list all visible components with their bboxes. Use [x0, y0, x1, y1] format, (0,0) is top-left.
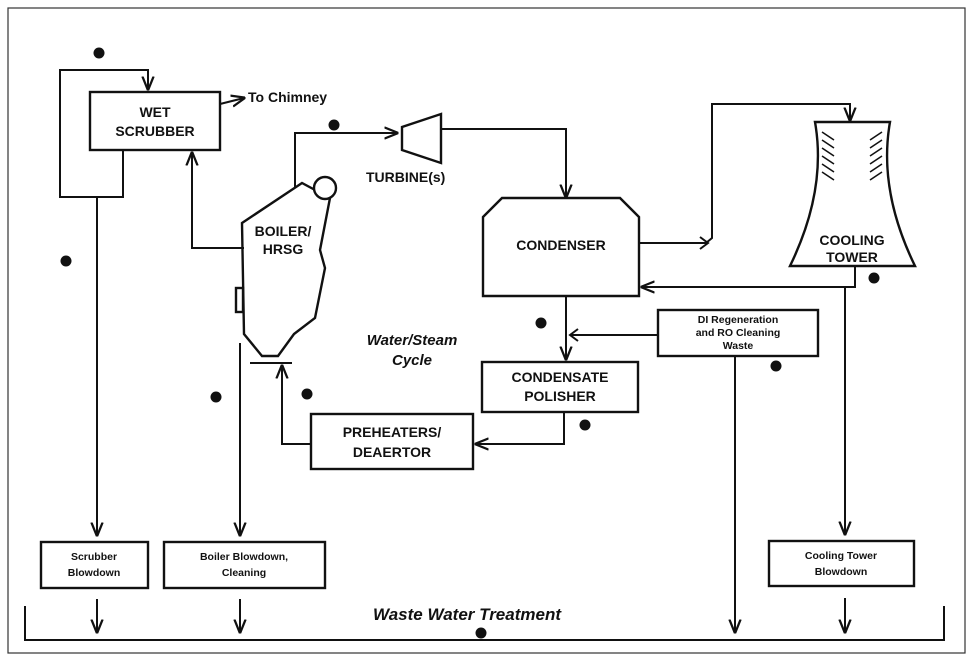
turbine-label: TURBINE(s): [366, 169, 445, 185]
preheaters-label-line1: PREHEATERS/: [343, 424, 442, 440]
polisher-to-preheaters-line: [476, 412, 565, 444]
boiler-to-scrubber-line: [192, 153, 244, 249]
scrubber-recycle-loop: [59, 69, 148, 198]
condenser-box: [481, 196, 641, 298]
boiler-blowdown-label-line2: Cleaning: [222, 567, 266, 579]
scrubber-blowdown-box: [39, 540, 150, 590]
sample-point-dot: [210, 391, 222, 403]
condensate-label-line1: CONDENSATE: [512, 369, 609, 385]
sample-point-dot: [475, 627, 487, 639]
boiler-steam-drum: [312, 175, 338, 201]
scrubber-blowdown-label-line1: Scrubber: [71, 551, 117, 563]
boiler-hrsg-body: [240, 181, 332, 358]
cooling-tower-blowdown-label-line1: Cooling Tower: [805, 550, 877, 562]
cooling-tower-shape: [788, 120, 917, 268]
di-regeneration-box: [656, 308, 820, 358]
cooling-tower-fins: [821, 131, 883, 181]
cycle-label-line1: Water/Steam: [367, 332, 458, 349]
sample-point-dot: [301, 388, 313, 400]
scrubber-blowdown-label-line2: Blowdown: [68, 567, 121, 579]
wet-scrubber-label-line2: SCRUBBER: [115, 123, 194, 139]
preheaters-box: [309, 412, 475, 471]
condenser-arrowhead: [699, 236, 710, 250]
turbine-symbol: [400, 112, 443, 165]
to-chimney-arrow: [219, 98, 244, 104]
condensate-polisher-box: [480, 360, 640, 414]
preheaters-label-line2: DEAERTOR: [353, 444, 431, 460]
cooling-tower-blowdown-box: [767, 539, 916, 588]
sample-point-dot: [579, 419, 591, 431]
condensate-label-line2: POLISHER: [524, 388, 596, 404]
sample-point-dot: [868, 272, 880, 284]
di-arrowhead: [568, 328, 579, 342]
cycle-label-line2: Cycle: [392, 352, 432, 369]
wet-scrubber-label-line1: WET: [139, 104, 171, 120]
cooling-tower-label-line1: COOLING: [819, 232, 884, 248]
condenser-label: CONDENSER: [516, 237, 605, 253]
sample-point-dot: [328, 119, 340, 131]
sample-point-dot: [60, 255, 72, 267]
waste-water-treatment-bracket: [24, 606, 945, 641]
boiler-label-line1: BOILER/: [255, 223, 312, 239]
sample-point-dot: [535, 317, 547, 329]
boiler-side-port: [234, 286, 245, 314]
sample-point-dot: [93, 47, 105, 59]
boiler-label-line2: HRSG: [263, 241, 304, 257]
turbine-to-condenser-line: [441, 128, 566, 197]
boiler-blowdown-box: [162, 540, 327, 590]
cooling-water-return-line: [642, 266, 856, 287]
cooling-tower-label-line2: TOWER: [826, 249, 878, 265]
diagram-frame: [7, 7, 966, 654]
di-label-line3: Waste: [723, 340, 754, 352]
di-label-line1: DI Regeneration: [698, 314, 779, 326]
steam-to-turbine-line: [294, 133, 397, 188]
cooling-tower-blowdown-label-line2: Blowdown: [815, 566, 868, 578]
waste-water-treatment-label: Waste Water Treatment: [373, 605, 562, 624]
preheaters-to-boiler-line: [282, 366, 311, 445]
di-label-line2: and RO Cleaning: [696, 327, 781, 339]
boiler-blowdown-label-line1: Boiler Blowdown,: [200, 551, 288, 563]
to-chimney-label: To Chimney: [248, 89, 327, 105]
sample-point-dot: [770, 360, 782, 372]
wet-scrubber-box: [88, 90, 222, 152]
condenser-to-cooling-tower-line: [639, 103, 850, 244]
